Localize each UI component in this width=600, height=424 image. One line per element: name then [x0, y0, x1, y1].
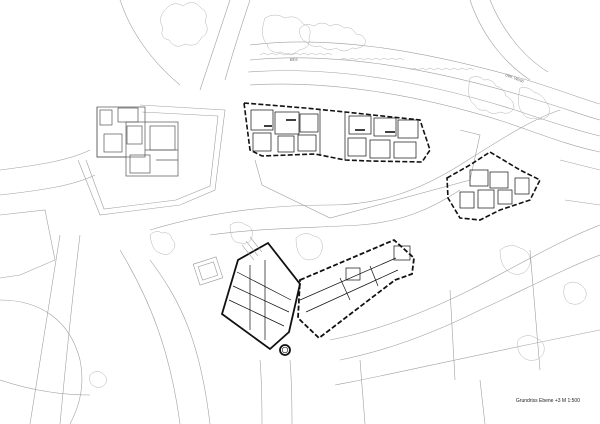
pavilion-small: [192, 236, 263, 286]
building-central-new: [220, 238, 415, 356]
tree-row-north: [299, 22, 367, 52]
plan-caption: Grundriss Ebene +3 M 1:500: [515, 398, 580, 404]
tree-bottom-right: [517, 335, 545, 361]
building-north-row: [243, 102, 431, 163]
tree-mid-round: [295, 233, 323, 261]
tree-far-right: [563, 281, 587, 305]
tree-row-north-east: [468, 76, 515, 114]
street-label-north-a: Elbs: [290, 56, 298, 62]
round-stair-tower: [279, 344, 291, 356]
tree-cluster-top: [160, 2, 208, 47]
street-label-north-b: Ulm. Wasb: [505, 72, 526, 84]
tree-cluster-top-right: [262, 14, 311, 55]
building-east: [446, 151, 542, 221]
vegetation: [89, 2, 587, 388]
tree-row-east: [518, 87, 550, 120]
building-left-existing: [96, 106, 179, 177]
tree-right-mid: [499, 245, 531, 275]
tree-cluster-mid: [229, 221, 253, 244]
tree-lower-left: [89, 371, 107, 388]
tree-cluster-left-mid: [149, 231, 176, 255]
